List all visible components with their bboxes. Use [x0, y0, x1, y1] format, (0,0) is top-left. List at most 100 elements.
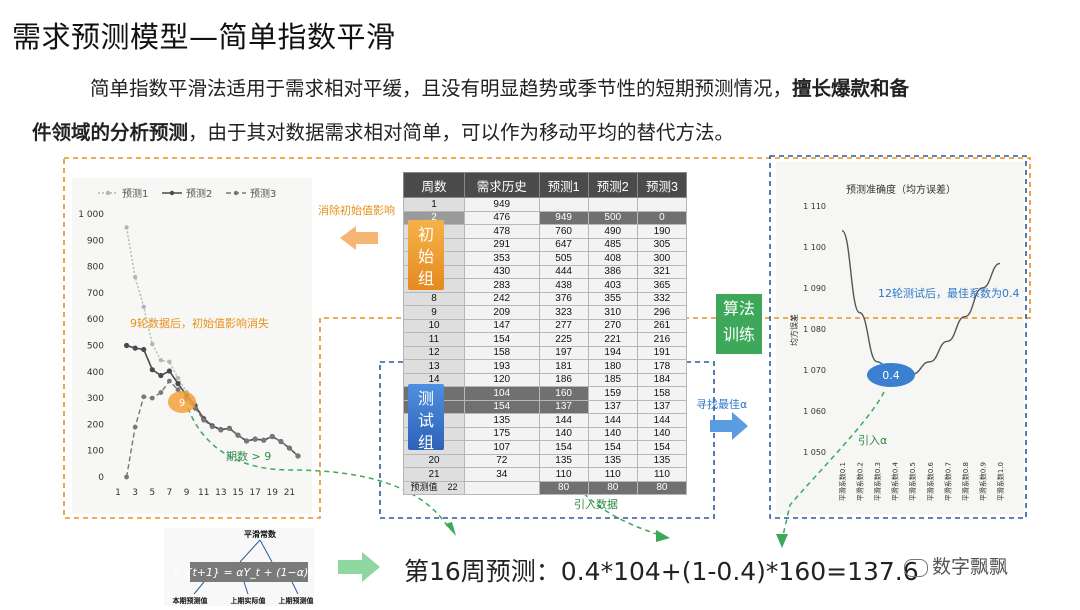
table-cell: 158	[636, 386, 688, 401]
left-y-tick: 700	[87, 289, 104, 299]
left-legend-dot	[169, 190, 175, 196]
left-series-point	[141, 346, 147, 353]
table-cell: 135	[636, 453, 688, 468]
table-cell: 110	[636, 467, 688, 482]
introduce-alpha-label: 引入α	[858, 433, 887, 447]
left-series-point	[235, 433, 241, 438]
table-row: 7283438403365	[403, 278, 688, 293]
forecast-result: 第16周预测：0.4*104+(1-0.4)*160=137.6	[404, 557, 919, 586]
mse-y-tick: 1 050	[803, 448, 826, 457]
table-cell: 225	[538, 332, 589, 347]
table-cell: 490	[587, 224, 638, 239]
table-footer-cell: 80	[587, 480, 638, 495]
formula-left-label: 本期预测值	[172, 596, 208, 605]
formula-line-1	[239, 539, 261, 563]
table-cell: 444	[538, 264, 589, 279]
table-cell: 184	[636, 372, 688, 387]
left-series-point	[166, 368, 173, 374]
left-series-point	[227, 426, 232, 432]
mse-y-tick: 1 090	[803, 284, 826, 293]
left-y-tick: 300	[87, 394, 104, 404]
marker-9	[168, 391, 196, 413]
left-x-tick: 5	[149, 488, 155, 498]
right-chart-bg	[776, 162, 1024, 514]
table-cell: 194	[587, 345, 638, 360]
table-footer-cell: 80	[636, 480, 688, 495]
table-cell: 8	[403, 291, 465, 306]
table-cell: 291	[464, 237, 540, 252]
formula-expression: F_{t+1} = αY_t + (1−α)F_t	[174, 566, 314, 579]
mse-x-tick: 平滑系数0.7	[943, 462, 952, 501]
left-series-point	[295, 453, 301, 459]
table-cell: 332	[636, 291, 688, 306]
table-cell: 300	[636, 251, 688, 266]
intro-line-1: 简单指数平滑法适用于需求相对平缓，且没有明显趋势或季节性的短期预测情况，擅长爆款…	[90, 72, 909, 101]
left-series-point	[244, 438, 249, 444]
left-arrow-icon	[340, 226, 378, 250]
table-header-2: 预测1	[538, 172, 589, 198]
left-series-point	[201, 417, 207, 423]
table-footer-cell	[464, 480, 540, 495]
table-cell: 190	[636, 224, 688, 239]
left-y-tick: 100	[87, 447, 104, 457]
left-series-point	[132, 274, 138, 280]
left-legend-dot	[105, 190, 111, 196]
table-row: 4291647485305	[403, 237, 688, 252]
mse-x-tick: 平滑系数0.3	[873, 462, 882, 501]
table-cell: 500	[587, 210, 638, 225]
table-cell: 140	[636, 426, 688, 441]
alpha-curve	[781, 391, 885, 541]
left-y-tick: 0	[98, 473, 104, 483]
left-series-point	[175, 381, 181, 387]
table-cell: 144	[636, 413, 688, 428]
left-series-point	[132, 345, 138, 351]
period-curve-head-icon	[445, 522, 456, 536]
table-cell: 135	[464, 413, 540, 428]
intro-bold-2: 件领域的分析预测	[32, 121, 189, 144]
left-series-point	[158, 372, 164, 379]
table-body: 1949247694950003478760490190429164748530…	[403, 197, 688, 495]
left-series-point	[175, 375, 181, 381]
left-series-point	[218, 427, 224, 433]
table-cell: 430	[464, 264, 540, 279]
table-cell: 11	[403, 332, 465, 347]
page-title: 需求预测模型—简单指数平滑	[12, 20, 396, 54]
table-cell: 305	[636, 237, 688, 252]
table-cell: 221	[587, 332, 638, 347]
data-curve-head-icon	[656, 530, 670, 542]
table-row: 17135144144144	[403, 413, 688, 428]
alpha-curve-head-icon	[776, 534, 788, 548]
init-group-frame	[63, 157, 1031, 519]
test-group-text: 测试组	[417, 389, 434, 452]
formula-bar	[190, 562, 308, 582]
remove-init-label: 消除初始值影响	[318, 203, 395, 217]
left-series-point	[124, 225, 129, 230]
table-cell: 158	[464, 345, 540, 360]
table-cell: 438	[538, 278, 589, 293]
table-cell: 185	[587, 372, 638, 387]
table-cell: 21	[403, 467, 465, 482]
table-cell: 154	[538, 440, 589, 455]
table-cell: 197	[538, 345, 589, 360]
best-alpha-marker	[867, 363, 915, 387]
left-y-tick: 1 000	[78, 210, 104, 220]
watermark-text: 数字飘飘	[932, 556, 1009, 578]
table-cell: 647	[538, 237, 589, 252]
table-cell: 160	[538, 386, 589, 401]
left-legend-label: 预测1	[122, 187, 148, 200]
table-cell	[587, 197, 638, 212]
result-arrow-icon	[338, 552, 380, 582]
best-alpha-text: 12轮测试后，最佳系数为0.4	[878, 286, 1020, 300]
introduce-data-label: 引入数据	[574, 497, 618, 511]
left-x-tick: 7	[167, 488, 173, 498]
